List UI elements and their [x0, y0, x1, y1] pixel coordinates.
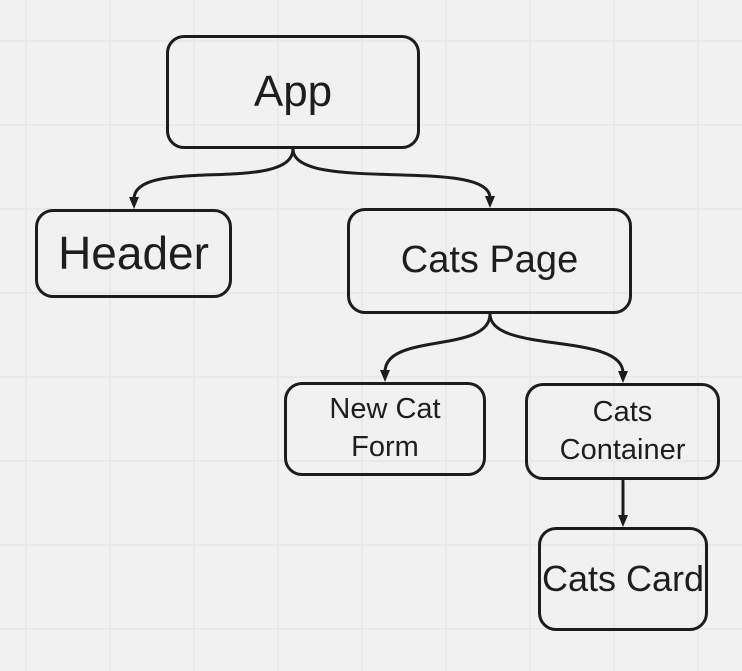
node-new-cat-form[interactable]: New Cat Form	[284, 382, 486, 476]
node-new-cat-form-label: New Cat Form	[329, 393, 441, 463]
node-cats-container-label: Cats Container	[559, 395, 686, 466]
node-cats-container[interactable]: Cats Container	[525, 383, 720, 480]
node-app-label: App	[253, 67, 333, 117]
edge-cats-page-cats-container[interactable]	[488, 312, 628, 383]
node-cats-card-label: Cats Card	[541, 557, 705, 599]
edge-app-cats-page[interactable]	[291, 147, 495, 208]
edge-cats-page-new-cat-form[interactable]	[380, 312, 492, 382]
edge-app-header[interactable]	[129, 147, 295, 209]
node-header[interactable]: Header	[35, 209, 232, 298]
node-cats-page-label: Cats Page	[400, 239, 579, 282]
node-header-label: Header	[58, 226, 209, 279]
node-app[interactable]: App	[166, 35, 420, 149]
node-cats-page[interactable]: Cats Page	[347, 208, 632, 314]
node-cats-card[interactable]: Cats Card	[538, 527, 708, 631]
